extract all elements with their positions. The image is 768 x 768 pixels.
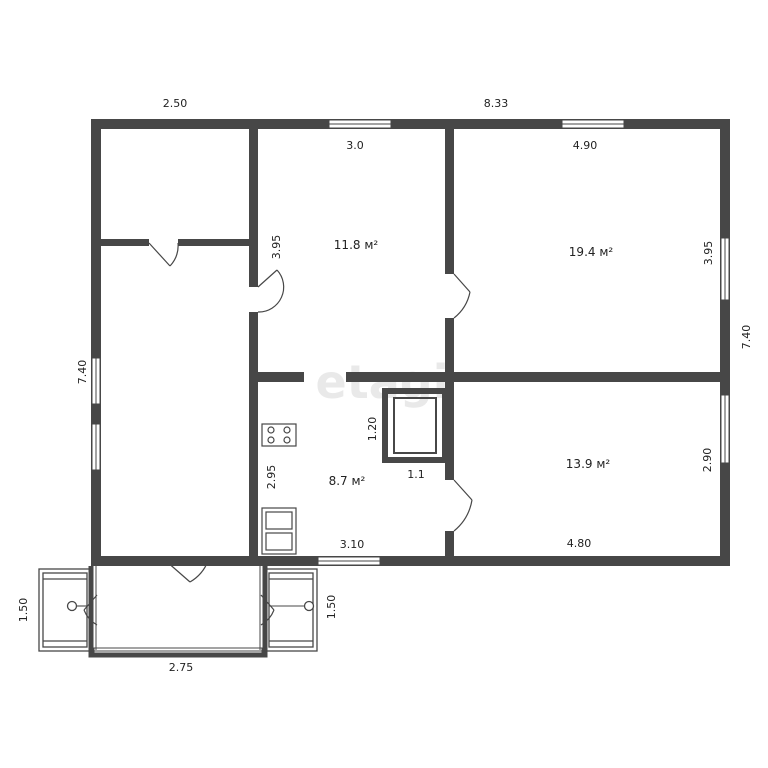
dim-kitchen-width: 3.10 — [340, 538, 365, 551]
door-room-19 — [453, 273, 471, 319]
door-storage — [148, 242, 179, 267]
dim-total-width: 8.33 — [484, 97, 509, 110]
wall-middle-upper — [445, 119, 454, 274]
veranda — [88, 566, 268, 658]
dim-left-height: 7.40 — [76, 360, 89, 385]
area-room-11: 11.8 м² — [334, 238, 379, 252]
dim-closet-width: 1.1 — [407, 468, 425, 481]
window-top-room-11 — [328, 119, 392, 129]
dim-kitchen-height: 2.95 — [265, 465, 278, 490]
dim-porch-right: 1.50 — [325, 595, 338, 620]
wall-left-corridor-lower — [249, 312, 258, 566]
window-right-room-19 — [720, 237, 730, 301]
windows — [91, 119, 730, 655]
door-veranda — [165, 560, 209, 583]
dim-total-height: 7.40 — [740, 325, 753, 350]
door-room-11 — [257, 269, 285, 313]
closet — [382, 388, 448, 463]
stove-icon — [261, 423, 297, 447]
dim-room-19-height: 3.95 — [702, 241, 715, 266]
area-room-13: 13.9 м² — [566, 457, 611, 471]
porch-right — [264, 568, 318, 652]
area-kitchen: 8.7 м² — [329, 474, 366, 488]
window-left-upper — [91, 357, 101, 405]
dim-room-13-height: 2.90 — [701, 448, 714, 473]
dim-room-19-width: 4.90 — [573, 139, 598, 152]
wall-bottom — [91, 556, 730, 566]
wall-storage-bottom-right — [178, 239, 249, 246]
window-top-room-19 — [561, 119, 625, 129]
window-left-lower — [91, 423, 101, 471]
sink-icon — [261, 507, 297, 555]
dimension-labels: 2.50 8.33 3.0 4.90 3.95 3.95 7.40 7.40 1… — [17, 97, 753, 674]
wall-left-corridor-upper — [249, 119, 258, 287]
doors — [83, 242, 473, 626]
wall-storage-bottom-left — [101, 239, 149, 246]
dim-top-left: 2.50 — [163, 97, 188, 110]
wall-h-right — [346, 372, 720, 382]
area-room-19: 19.4 м² — [569, 245, 614, 259]
wall-top — [91, 119, 730, 129]
dim-veranda-width: 2.75 — [169, 661, 194, 674]
dim-room-11-height: 3.95 — [270, 235, 283, 260]
window-right-room-13 — [720, 394, 730, 464]
wall-middle-bottom — [445, 531, 454, 566]
wall-right — [720, 119, 730, 566]
dim-closet-height: 1.20 — [366, 417, 379, 442]
dim-room-13-width: 4.80 — [567, 537, 592, 550]
dim-porch-left: 1.50 — [17, 598, 30, 623]
wall-h-left — [258, 372, 304, 382]
window-bottom-kitchen — [317, 556, 381, 566]
wall-left — [91, 119, 101, 566]
room-areas: 11.8 м² 19.4 м² 8.7 м² 13.9 м² — [329, 238, 614, 488]
door-room-13 — [453, 479, 473, 532]
dim-room-11-width: 3.0 — [346, 139, 364, 152]
exterior-walls — [91, 119, 730, 566]
wall-middle-lower — [445, 318, 454, 480]
porch-left — [38, 568, 92, 652]
interior-walls — [101, 119, 720, 566]
